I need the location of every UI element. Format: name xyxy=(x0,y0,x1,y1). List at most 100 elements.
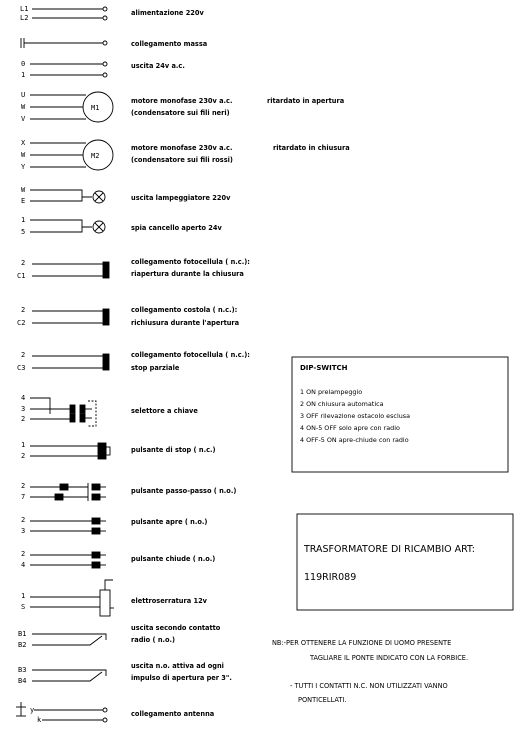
row-description: pulsante chiude ( n.o.) xyxy=(131,555,215,563)
row-radio-contact: B1 B2 uscita secondo contatto radio ( n.… xyxy=(18,624,221,649)
row-description: collegamento antenna xyxy=(131,710,214,718)
row-description: radio ( n.o.) xyxy=(131,636,175,644)
row-stop-button: 1 2 pulsante di stop ( n.c.) xyxy=(21,441,216,460)
row-key-selector: 4 3 2 selettore a chiave xyxy=(21,394,198,427)
terminal-label: 0 xyxy=(21,60,25,68)
row-description: elettroserratura 12v xyxy=(131,597,208,605)
terminal-label: C1 xyxy=(17,272,25,280)
row-photocell-c1: 2 C1 collegamento fotocellula ( n.c.): r… xyxy=(17,258,250,280)
row-description: richiusura durante l'apertura xyxy=(131,319,239,327)
row-description: uscita n.o. attiva ad ogni xyxy=(131,662,224,670)
terminal-label: 2 xyxy=(21,259,25,267)
terminal-label: 3 xyxy=(21,527,25,535)
row-description: pulsante passo-passo ( n.o.) xyxy=(131,487,236,495)
row-power-supply: L1 L2 alimentazione 220v xyxy=(20,5,204,22)
row-description: selettore a chiave xyxy=(131,407,198,415)
motor-m2-icon xyxy=(82,139,114,171)
stop-button-icon xyxy=(97,442,111,460)
note-line: TAGLIARE IL PONTE INDICATO CON LA FORBIC… xyxy=(309,654,468,662)
row-photocell-c3: 2 C3 collegamento fotocellula ( n.c.): s… xyxy=(17,351,250,372)
row-gate-open-light: 1 5 spia cancello aperto 24v xyxy=(21,216,222,236)
terminal-label: 2 xyxy=(21,452,25,460)
terminal-label: 4 xyxy=(21,561,25,569)
transformer-code: 119RIR089 xyxy=(304,572,356,583)
terminal-label: B4 xyxy=(18,677,26,685)
terminal-label: 2 xyxy=(21,415,25,423)
row-flasher: W E uscita lampeggiatore 220v xyxy=(21,186,231,205)
transformer-box: TRASFORMATORE DI RICAMBIO ART: 119RIR089 xyxy=(296,513,514,611)
row-description: pulsante apre ( n.o.) xyxy=(131,518,207,526)
row-safety-edge-c2: 2 C2 collegamento costola ( n.c.): richi… xyxy=(17,306,239,327)
terminal-label: W xyxy=(21,151,26,159)
terminal-label: 1 xyxy=(21,216,25,224)
terminal-label: B2 xyxy=(18,641,26,649)
terminal-label: B3 xyxy=(18,666,26,674)
motor-label: M1 xyxy=(91,104,99,112)
row-ground: collegamento massa xyxy=(20,38,207,48)
terminal-label: E xyxy=(21,197,25,205)
dip-switch-line: 4 OFF-5 ON apre-chiude con radio xyxy=(300,436,409,444)
row-description: alimentazione 220v xyxy=(131,9,204,17)
row-motor-m1: U W V M1 motore monofase 230v a.c. (cond… xyxy=(21,91,344,123)
row-description: (condensatore sui fili rossi) xyxy=(131,156,233,164)
motor-label: M2 xyxy=(91,152,99,160)
dip-switch-line: 1 ON prelampeggio xyxy=(300,388,362,396)
row-description: pulsante di stop ( n.c.) xyxy=(131,446,216,454)
terminal-label: 4 xyxy=(21,394,25,402)
step-button-icon xyxy=(54,483,106,501)
electric-lock-icon xyxy=(99,579,114,617)
terminal-label: 2 xyxy=(21,482,25,490)
row-description: collegamento fotocellula ( n.c.): xyxy=(131,351,250,359)
dip-switch-line: 3 OFF rilevazione ostacolo esclusa xyxy=(300,412,410,420)
note-line: - TUTTI I CONTATTI N.C. NON UTILIZZATI V… xyxy=(290,682,448,690)
lamp-icon xyxy=(92,220,106,234)
row-description: spia cancello aperto 24v xyxy=(131,224,222,232)
dip-switch-line: 2 ON chiusura automatica xyxy=(300,400,384,408)
terminal-label: 2 xyxy=(21,306,25,314)
terminal-label: 7 xyxy=(21,493,25,501)
terminal-label: C2 xyxy=(17,319,25,327)
row-description: motore monofase 230v a.c. xyxy=(131,97,232,105)
terminal-label: W xyxy=(21,186,26,194)
row-description: uscita 24v a.c. xyxy=(131,62,185,70)
close-button-icon xyxy=(91,551,106,569)
terminal-label: S xyxy=(21,603,25,611)
terminal-label: 1 xyxy=(21,71,25,79)
terminal-label: k xyxy=(37,716,42,724)
key-switch-icon xyxy=(69,400,97,427)
row-open-button: 2 3 pulsante apre ( n.o.) xyxy=(21,516,207,535)
nc-contact-icon xyxy=(102,353,110,371)
row-description: uscita secondo contatto xyxy=(131,624,221,632)
note-line: PONTICELLATI. xyxy=(298,696,346,704)
row-electric-lock: 1 S elettroserratura 12v xyxy=(21,579,208,617)
row-step-button: 2 7 pulsante passo-passo ( n.o.) xyxy=(21,482,236,501)
terminal-label: 1 xyxy=(21,592,25,600)
terminal-label: V xyxy=(21,115,26,123)
row-description: riapertura durante la chiusura xyxy=(131,270,244,278)
terminal-label: L1 xyxy=(20,5,28,13)
note-line: NB:-PER OTTENERE LA FUNZIONE DI UOMO PRE… xyxy=(272,639,451,647)
terminal-label: 3 xyxy=(21,405,25,413)
antenna-icon xyxy=(16,702,26,717)
terminal-label: U xyxy=(21,91,25,99)
dip-switch-title: DIP-SWITCH xyxy=(300,364,348,372)
row-antenna: y k collegamento antenna xyxy=(16,702,214,724)
row-description: collegamento massa xyxy=(131,40,207,48)
row-description: (condensatore sui fili neri) xyxy=(131,109,230,117)
terminal-label: y xyxy=(30,706,34,714)
row-note: ritardato in chiusura xyxy=(273,144,350,152)
terminal-label: X xyxy=(21,139,26,147)
terminal-label: 1 xyxy=(21,441,25,449)
transformer-title: TRASFORMATORE DI RICAMBIO ART: xyxy=(303,544,475,555)
terminal-label: 2 xyxy=(21,550,25,558)
row-description: impulso di apertura per 3". xyxy=(131,674,232,682)
terminal-label: 2 xyxy=(21,351,25,359)
row-motor-m2: X W Y M2 motore monofase 230v a.c. (cond… xyxy=(21,139,350,171)
lamp-icon xyxy=(92,190,106,204)
notes-block: NB:-PER OTTENERE LA FUNZIONE DI UOMO PRE… xyxy=(272,639,468,704)
terminal-label: 2 xyxy=(21,516,25,524)
row-description: uscita lampeggiatore 220v xyxy=(131,194,231,202)
nc-contact-icon xyxy=(102,308,110,326)
dip-switch-box: DIP-SWITCH 1 ON prelampeggio 2 ON chiusu… xyxy=(291,356,509,473)
